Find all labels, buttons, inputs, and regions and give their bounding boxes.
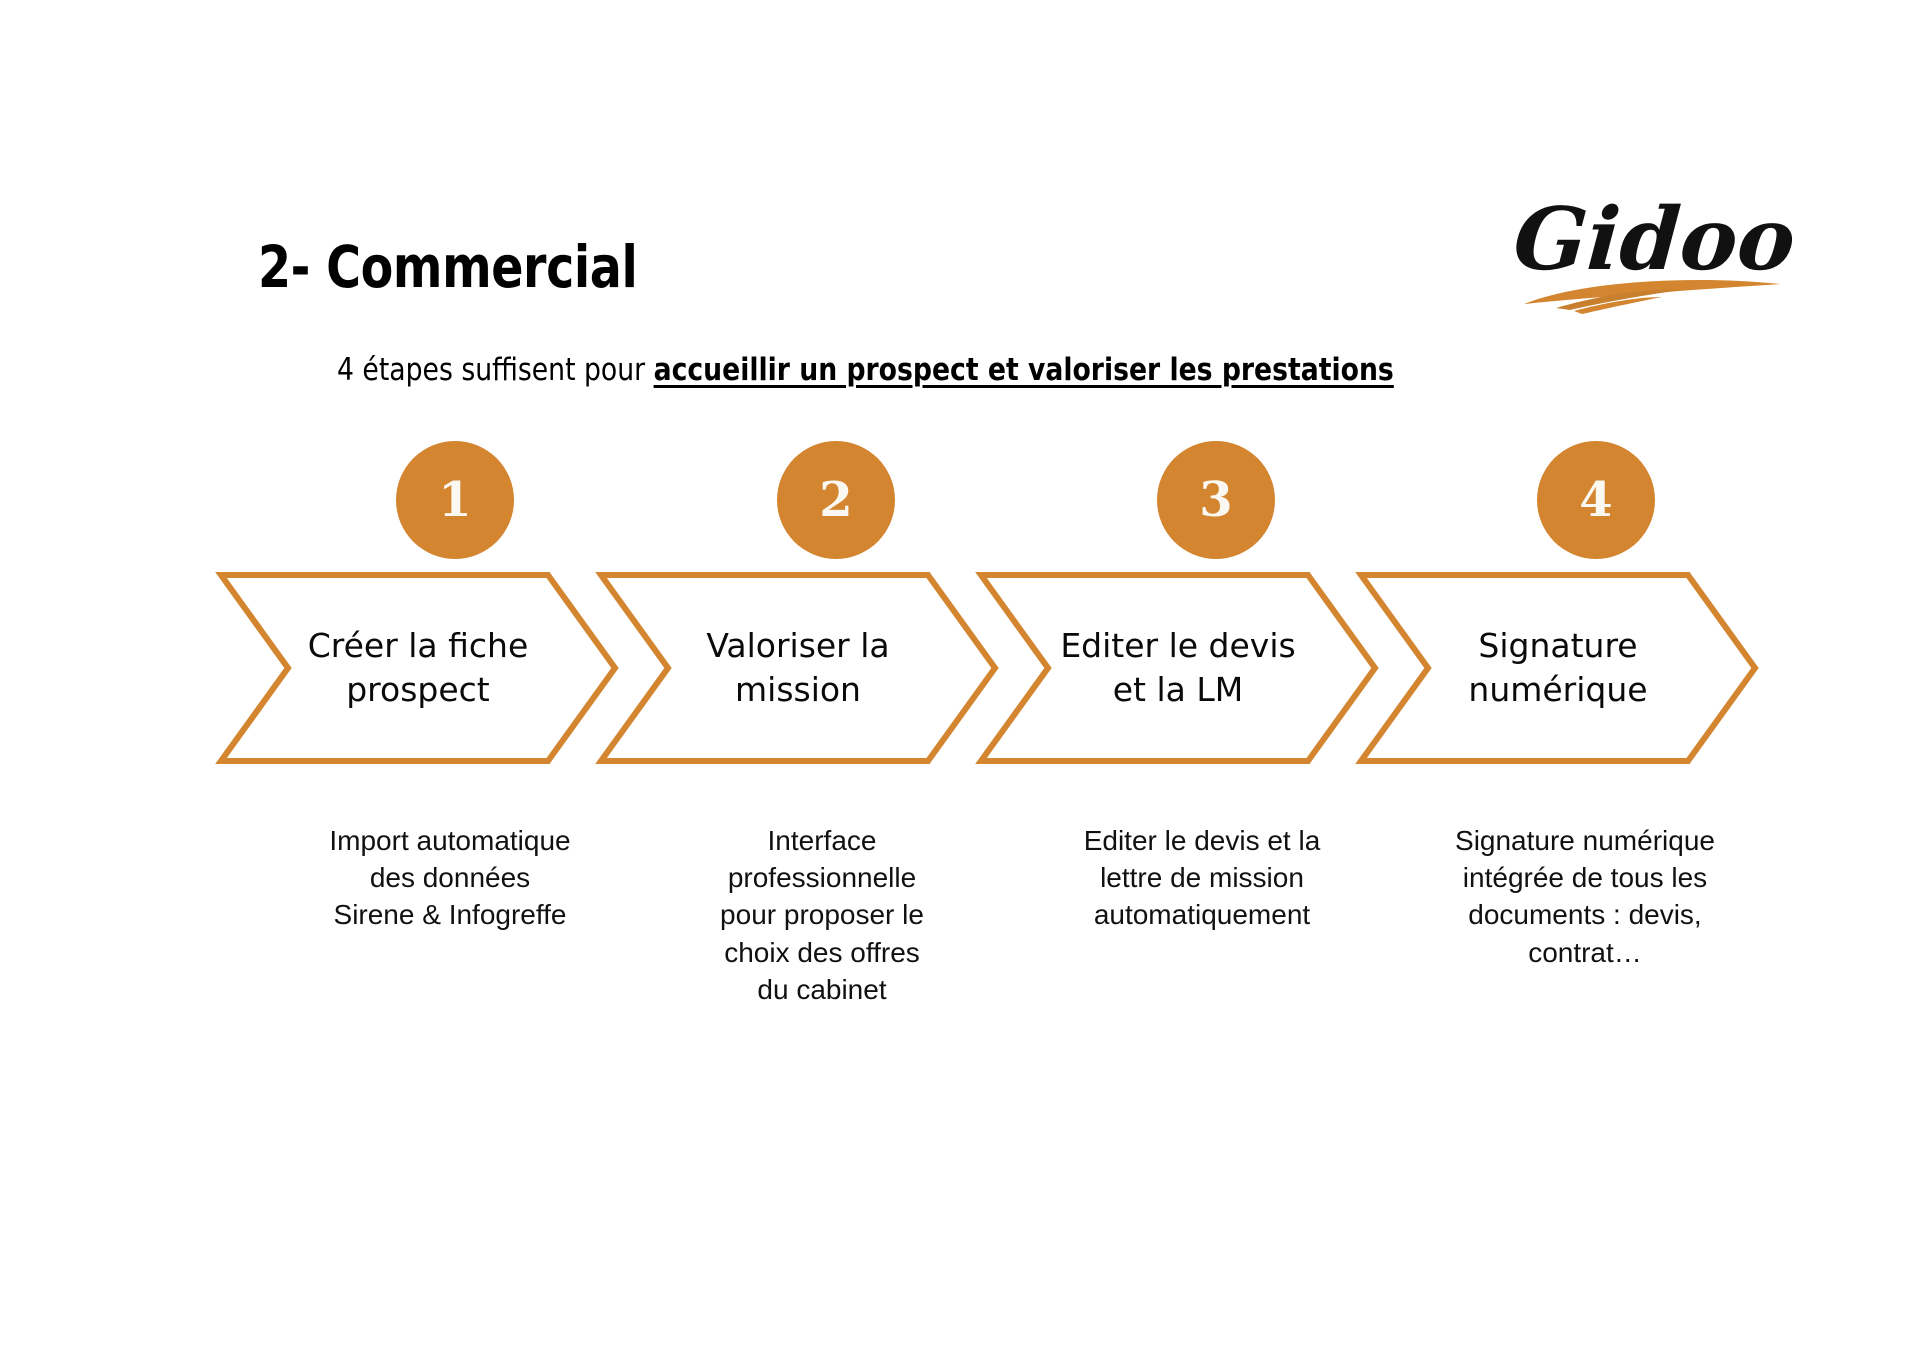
- step-circle-3[interactable]: 3: [1157, 441, 1275, 559]
- process-step-caption-4: Signature numérique intégrée de tous les…: [1455, 825, 1715, 968]
- process-chevron-band: Créer la fiche prospect Valoriser la mis…: [218, 572, 1758, 764]
- page-title: 2- Commercial: [258, 233, 638, 301]
- gidoo-swoosh-icon: [1524, 280, 1780, 314]
- svg-text:Gidoo: Gidoo: [1512, 189, 1799, 290]
- step-circle-1[interactable]: 1: [396, 441, 514, 559]
- process-step-chevron-1[interactable]: Créer la fiche prospect: [218, 572, 618, 764]
- process-step-caption-3: Editer le devis et la lettre de mission …: [1083, 825, 1321, 931]
- process-step-chevron-3[interactable]: Editer le devis et la LM: [978, 572, 1378, 764]
- subtitle-emphasis-text: accueillir un prospect et valoriser les …: [653, 352, 1394, 388]
- subtitle-lead-text: 4 étapes suffisent pour: [337, 352, 654, 388]
- chevron-outline-2: [601, 575, 995, 761]
- step-circle-2[interactable]: 2: [777, 441, 895, 559]
- chevron-outline-3: [981, 575, 1375, 761]
- chevron-outline-1: [221, 575, 615, 761]
- step-number-3: 3: [1199, 472, 1233, 528]
- process-step-caption-2: Interface professionnelle pour proposer …: [720, 825, 924, 1005]
- chevron-outline-4: [1361, 575, 1755, 761]
- process-step-chevron-4[interactable]: Signature numérique: [1358, 572, 1758, 764]
- step-number-1: 1: [438, 472, 472, 528]
- step-circle-4[interactable]: 4: [1537, 441, 1655, 559]
- process-step-caption-1: Import automatique des données Sirene & …: [329, 825, 571, 931]
- gidoo-logo: Gidoo: [1512, 183, 1812, 323]
- step-number-2: 2: [819, 472, 853, 528]
- step-number-4: 4: [1579, 472, 1613, 528]
- page-subtitle: 4 étapes suffisent pour accueillir un pr…: [337, 352, 1394, 389]
- process-step-chevron-2[interactable]: Valoriser la mission: [598, 572, 998, 764]
- gidoo-wordmark-glyphs: Gidoo: [1512, 189, 1799, 290]
